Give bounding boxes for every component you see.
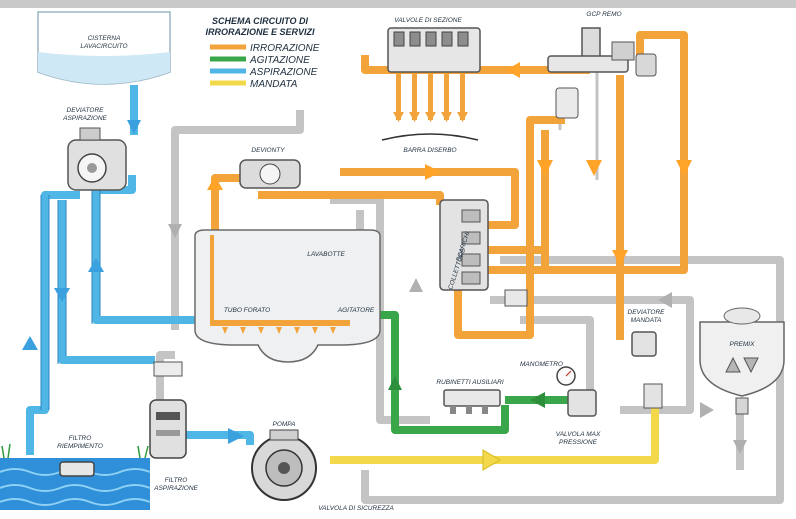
tubo-forato-label: TUBO FORATO: [224, 307, 270, 314]
cisterna-label-1: CISTERNA: [88, 35, 121, 42]
deviatore-man-label-1: DEVIATORE: [628, 309, 666, 316]
devionty-label: DEVIONTY: [251, 147, 285, 154]
filtro-asp-label-2: ASPIRAZIONE: [153, 485, 198, 492]
main-tank: LAVABOTTE TUBO FORATO AGITATORE: [194, 229, 381, 363]
manometro: MANOMETRO: [520, 361, 576, 386]
barra-diserbo: BARRA DISERBO: [381, 133, 479, 154]
top-border-bar: [0, 0, 796, 8]
title-line-2: IRRORAZIONE E SERVIZI: [205, 27, 315, 37]
rubinetti-label: RUBINETTI AUSILIARI: [436, 379, 503, 386]
deviatore-asp-label-2: ASPIRAZIONE: [62, 115, 107, 122]
small-valve-box: [504, 289, 528, 307]
deviatore-aspirazione: DEVIATORE ASPIRAZIONE: [62, 107, 127, 191]
return-arrows: [168, 224, 747, 454]
agitatore-label: AGITATORE: [337, 307, 375, 314]
filtro-riemp-label-2: RIEMPIMENTO: [57, 443, 103, 450]
manometro-label: MANOMETRO: [520, 361, 563, 368]
deviatore-asp-label-1: DEVIATORE: [67, 107, 105, 114]
pompa-label: POMPA: [273, 421, 296, 428]
filtro-riemp-label-1: FILTRO: [69, 435, 92, 442]
pond: [0, 443, 151, 510]
valvola-max-pressione: VALVOLA MAX PRESSIONE: [556, 389, 601, 446]
legend-label-aspirazione: ASPIRAZIONE: [249, 67, 318, 78]
deviatore-man-label-2: MANDATA: [631, 317, 662, 324]
cisterna-label-2: LAVACIRCUITO: [80, 43, 127, 50]
spray-arrows: [207, 62, 692, 266]
valvola-sicurezza-label: VALVOLA DI SICUREZZA: [318, 505, 394, 512]
cisterna-tank: CISTERNA LAVACIRCUITO: [37, 11, 171, 85]
filtro-riempimento: FILTRO RIEMPIMENTO: [57, 435, 103, 477]
deviatore-mandata: DEVIATORE MANDATA: [628, 309, 666, 409]
valvole-sezione-label: VALVOLE DI SEZIONE: [394, 17, 462, 24]
filtro-aspirazione: FILTRO ASPIRAZIONE: [149, 361, 199, 492]
suction-arrows: [22, 120, 141, 350]
title-line-1: SCHEMA CIRCUITO DI: [212, 16, 309, 26]
legend: SCHEMA CIRCUITO DI IRRORAZIONE E SERVIZI…: [205, 16, 319, 90]
pompa: POMPA VALVOLA DI SICUREZZA: [228, 421, 394, 512]
gcp-remo: GCP REMO: [547, 11, 657, 119]
gcp-remo-label: GCP REMO: [586, 11, 621, 18]
devionty-valve: DEVIONTY: [239, 147, 301, 189]
valvola-max-label-1: VALVOLA MAX: [556, 431, 601, 438]
legend-label-agitazione: AGITAZIONE: [249, 55, 310, 66]
rubinetti-ausiliari: RUBINETTI AUSILIARI: [436, 379, 504, 414]
filtro-asp-label-1: FILTRO: [165, 477, 188, 484]
collettore-scarichi: COLLETTORE SCARICHI: [439, 199, 489, 291]
lavabotte-label: LAVABOTTE: [307, 251, 345, 258]
valvola-max-label-2: PRESSIONE: [559, 439, 598, 446]
premix-tank: PREMIX: [699, 307, 785, 415]
suction-pipes-outline: [40, 190, 101, 410]
delivery-pipes: [330, 395, 659, 464]
valvole-sezione: VALVOLE DI SEZIONE: [387, 17, 481, 122]
legend-label-irrorazione: IRRORAZIONE: [250, 43, 320, 54]
legend-label-mandata: MANDATA: [250, 79, 298, 90]
premix-label: PREMIX: [730, 341, 756, 348]
barra-diserbo-label: BARRA DISERBO: [403, 147, 456, 154]
